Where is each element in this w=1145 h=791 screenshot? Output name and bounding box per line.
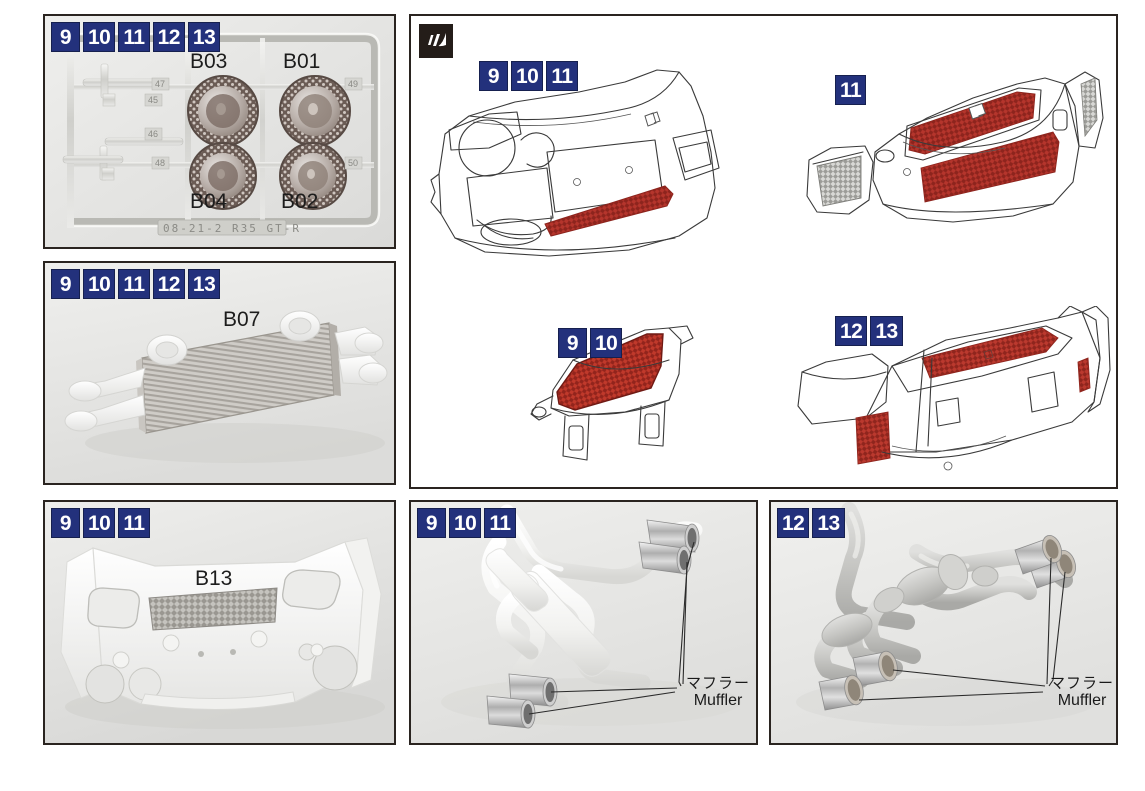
step-badge-12[interactable]: 12 <box>152 22 185 52</box>
step-badge-13[interactable]: 13 <box>187 269 221 299</box>
intercooler-photo-graphic <box>45 263 394 483</box>
figure-front-bumper-right-side <box>806 71 1104 223</box>
step-badge-9[interactable]: 9 <box>479 61 508 91</box>
figure-front-bumper-lower <box>797 306 1111 471</box>
step-badge-10[interactable]: 10 <box>83 22 116 52</box>
step-badge-12[interactable]: 12 <box>777 508 810 538</box>
panel-muffler-white-photo: 9 10 11 マフラー Muffler <box>409 500 758 745</box>
panel-sprue-b-photo: 47 49 45 46 48 50 08-21-2 R35 GT-R 9 10 … <box>43 14 396 249</box>
panel-front-bumper-photo: 9 10 11 B13 <box>43 500 396 745</box>
step-badge-9[interactable]: 9 <box>51 22 80 52</box>
brand-logo-icon <box>419 24 453 58</box>
step-badge-11[interactable]: 11 <box>546 61 578 91</box>
callout-muffler-jp: マフラー <box>1049 674 1114 692</box>
svg-text:50: 50 <box>348 158 358 168</box>
badge-group-figure-d: 12 13 <box>835 316 903 346</box>
svg-text:48: 48 <box>155 158 165 168</box>
svg-text:47: 47 <box>155 79 165 89</box>
step-badge-13[interactable]: 13 <box>870 316 903 346</box>
badge-row: 9 10 11 <box>51 508 150 538</box>
badge-row: 9 10 11 <box>417 508 516 538</box>
part-label-b02: B02 <box>281 190 319 213</box>
step-badge-9[interactable]: 9 <box>558 328 587 358</box>
callout-muffler-jp: マフラー <box>685 674 750 692</box>
badge-group-sprue: 9 10 11 12 13 <box>51 22 221 52</box>
badge-row: 12 13 <box>152 22 221 52</box>
badge-group-intercooler: 9 10 11 12 13 <box>51 269 221 299</box>
step-badge-11[interactable]: 11 <box>118 508 150 538</box>
badge-row: 9 10 11 <box>479 61 578 91</box>
svg-text:49: 49 <box>348 79 358 89</box>
callout-muffler: マフラー Muffler <box>1043 674 1116 711</box>
step-badge-13[interactable]: 13 <box>812 508 845 538</box>
badge-row: 11 <box>835 75 867 105</box>
callout-muffler: マフラー Muffler <box>679 674 756 711</box>
badge-group-muffler-grey: 12 13 <box>777 508 845 538</box>
badge-row: 9 10 <box>558 328 623 358</box>
svg-text:46: 46 <box>148 129 158 139</box>
front-bumper-photo-graphic <box>45 502 394 743</box>
panel-paint-diagram: 9 10 11 <box>409 14 1118 489</box>
step-badge-11[interactable]: 11 <box>484 508 516 538</box>
panel-muffler-grey-photo: 12 13 マフラー Muffler <box>769 500 1118 745</box>
badge-group-figure-b: 11 <box>835 75 867 105</box>
callout-muffler-en: Muffler <box>693 692 743 710</box>
badge-group-figure-c: 9 10 <box>558 328 623 358</box>
part-label-b07: B07 <box>223 308 261 331</box>
step-badge-10[interactable]: 10 <box>449 508 482 538</box>
figure-rear-bumper-assembly <box>430 69 720 257</box>
step-badge-10[interactable]: 10 <box>83 269 116 299</box>
part-label-b04: B04 <box>190 190 228 213</box>
sprue-photo-graphic: 47 49 45 46 48 50 <box>45 16 394 247</box>
step-badge-10[interactable]: 10 <box>511 61 544 91</box>
badge-row: 9 10 11 <box>51 269 150 299</box>
step-badge-13[interactable]: 13 <box>187 22 221 52</box>
badge-group-figure-a: 9 10 11 <box>479 61 578 91</box>
step-badge-11[interactable]: 11 <box>118 22 150 52</box>
muffler-grey-photo-graphic <box>771 502 1116 743</box>
part-label-b01: B01 <box>283 50 321 73</box>
badge-group-front-bumper: 9 10 11 <box>51 508 150 538</box>
step-badge-9[interactable]: 9 <box>417 508 446 538</box>
figure-reflector-strip <box>530 325 694 461</box>
muffler-white-photo-graphic <box>411 502 756 743</box>
step-badge-11[interactable]: 11 <box>118 269 150 299</box>
badge-row: 12 13 <box>777 508 845 538</box>
part-label-b03: B03 <box>190 50 228 73</box>
step-badge-11[interactable]: 11 <box>835 75 867 105</box>
badge-row: 12 13 <box>152 269 221 299</box>
panel-intercooler-photo: 9 10 11 12 13 B07 <box>43 261 396 485</box>
part-label-b13: B13 <box>195 567 233 590</box>
svg-text:45: 45 <box>148 95 158 105</box>
callout-muffler-en: Muffler <box>1057 692 1107 710</box>
step-badge-12[interactable]: 12 <box>152 269 185 299</box>
step-badge-9[interactable]: 9 <box>51 269 80 299</box>
badge-row: 12 13 <box>835 316 903 346</box>
step-badge-10[interactable]: 10 <box>83 508 116 538</box>
sprue-id-label: 08-21-2 R35 GT-R <box>163 222 301 235</box>
badge-row: 9 10 11 <box>51 22 150 52</box>
badge-group-muffler-white: 9 10 11 <box>417 508 516 538</box>
step-badge-12[interactable]: 12 <box>835 316 868 346</box>
step-badge-9[interactable]: 9 <box>51 508 80 538</box>
step-badge-10[interactable]: 10 <box>590 328 623 358</box>
